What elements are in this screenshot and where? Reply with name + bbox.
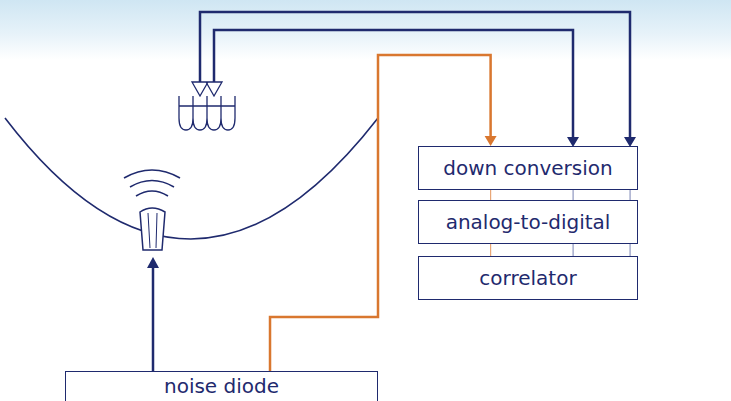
- dish-reflector: [5, 118, 378, 239]
- signal-connector: [572, 244, 573, 256]
- box-label: down conversion: [443, 157, 612, 179]
- signal-connector: [490, 244, 491, 256]
- noise-injection-wire: [152, 266, 155, 371]
- feed-horn: [140, 208, 165, 250]
- signal-connector: [572, 190, 573, 200]
- box-label: analog-to-digital: [446, 211, 611, 233]
- arrowhead: [147, 257, 159, 268]
- box-label: correlator: [479, 267, 576, 289]
- process-box: down conversion: [418, 146, 638, 190]
- signal-wire: [214, 30, 573, 138]
- signal-connector: [490, 190, 491, 200]
- signal-wire: [200, 12, 630, 138]
- box-label: noise diode: [164, 375, 279, 397]
- process-box: correlator: [418, 256, 638, 300]
- signal-connector: [629, 244, 630, 256]
- feed-horn-detail: [148, 213, 157, 248]
- receiver-array-detail: [179, 96, 235, 106]
- receiver-array: [179, 106, 235, 130]
- amplifier-symbol: [192, 82, 222, 96]
- radio-waves: [124, 170, 180, 196]
- signal-connector: [629, 190, 630, 200]
- arrowhead: [485, 136, 497, 146]
- process-box: analog-to-digital: [418, 200, 638, 244]
- process-box: noise diode: [65, 371, 378, 401]
